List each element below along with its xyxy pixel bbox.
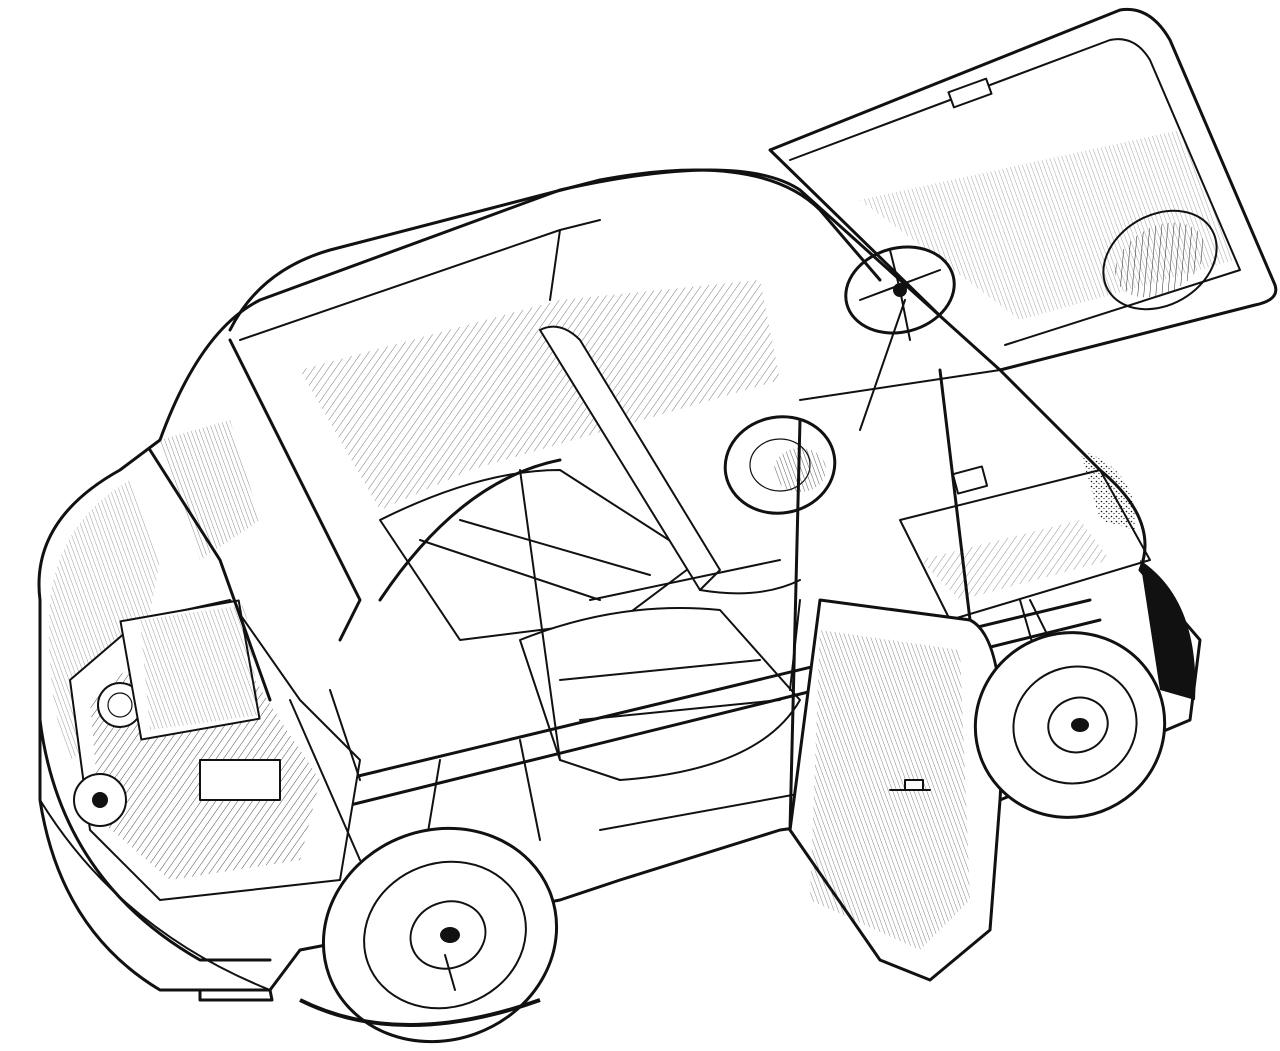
front-bumper [198,988,274,1002]
open-rear-hood [768,7,1278,372]
open-front-door [788,598,1004,982]
spare-wheel [723,415,837,515]
window-frames [148,229,1001,832]
rear-wheel [321,826,559,1044]
bench-seats [379,325,801,781]
front-suspension [899,465,1151,671]
steering-wheel [844,245,956,431]
rear-engine [69,599,361,901]
front-wheel [973,631,1167,819]
ground-shadows [299,450,1196,1027]
